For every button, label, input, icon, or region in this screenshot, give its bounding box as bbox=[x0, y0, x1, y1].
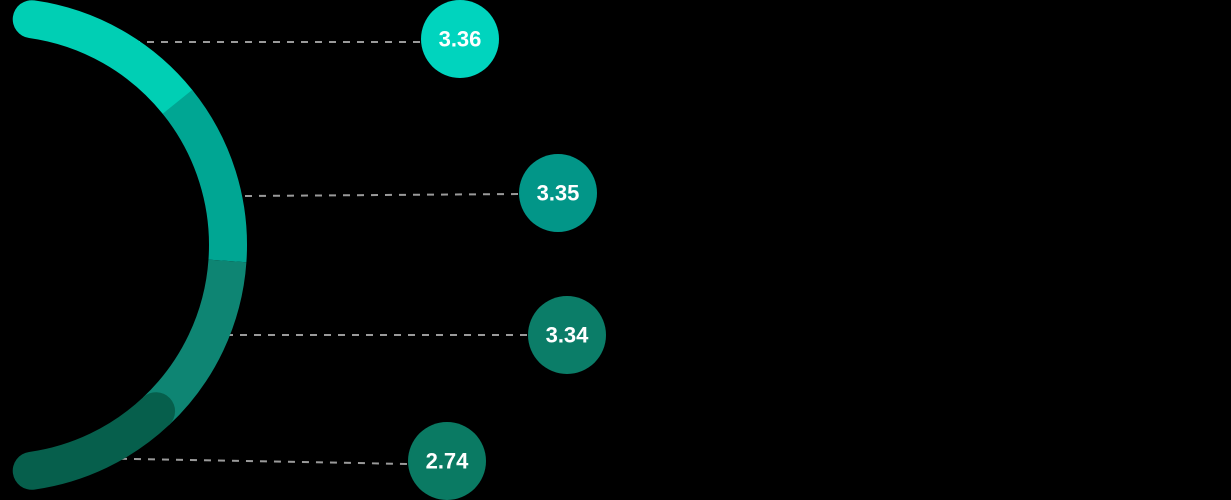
bubble-label-2: 3.35 bbox=[537, 181, 580, 206]
arc-segment-4[interactable] bbox=[12, 392, 176, 490]
donut-arc-group bbox=[12, 0, 247, 490]
value-bubble-3[interactable]: 3.34 bbox=[528, 296, 606, 374]
value-bubble-2[interactable]: 3.35 bbox=[519, 154, 597, 232]
bubble-circle-3[interactable] bbox=[528, 296, 606, 374]
leader-lines bbox=[77, 41, 530, 465]
arc-segment-2[interactable] bbox=[162, 89, 247, 263]
arc-segment-3[interactable] bbox=[142, 259, 247, 426]
value-bubble-4[interactable]: 2.74 bbox=[408, 422, 486, 500]
bubble-label-4: 2.74 bbox=[426, 449, 470, 474]
bubble-label-3: 3.34 bbox=[546, 323, 590, 348]
bubble-circle-2[interactable] bbox=[519, 154, 597, 232]
arc-segment-1[interactable] bbox=[12, 0, 197, 121]
bubble-label-1: 3.36 bbox=[439, 27, 482, 52]
value-bubbles-group: 3.36 3.35 3.34 2.74 bbox=[408, 0, 606, 500]
bubble-circle-4[interactable] bbox=[408, 422, 486, 500]
empty-right-panel bbox=[955, 0, 1231, 500]
leader-line-2 bbox=[244, 193, 522, 197]
value-bubble-1[interactable]: 3.36 bbox=[421, 0, 499, 78]
bubble-circle-1[interactable] bbox=[421, 0, 499, 78]
